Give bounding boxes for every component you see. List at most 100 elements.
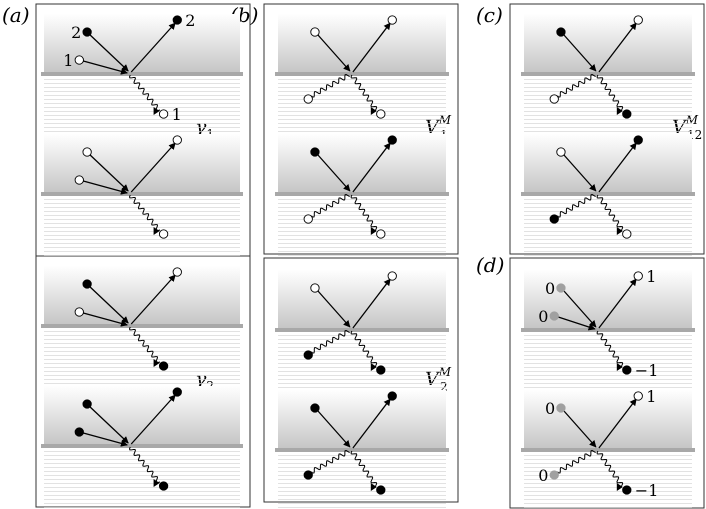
incoming-particle-1 xyxy=(556,147,566,157)
incoming-particle-2 xyxy=(549,311,559,321)
substrate-particle-out xyxy=(158,481,169,491)
outgoing-arrow xyxy=(130,22,176,73)
wavy-arrow-head xyxy=(153,479,160,487)
substrate-wavy-out xyxy=(596,194,624,232)
diagram-b-3 xyxy=(275,270,449,392)
substrate-wavy-out xyxy=(129,446,161,483)
outgoing-arrow xyxy=(352,398,391,449)
substrate-particle-out xyxy=(622,229,632,239)
substrate-wavy-in xyxy=(310,74,350,98)
panel-a-label: (a) xyxy=(2,3,30,27)
substrate-wavy-out xyxy=(596,74,624,112)
particle-charge-label: 0 xyxy=(545,399,555,418)
substrate-region xyxy=(278,76,446,136)
substrate-particle-out xyxy=(376,109,386,119)
wavy-arrow-head xyxy=(370,227,377,235)
substrate-region xyxy=(44,76,240,136)
substrate-wavy-in xyxy=(556,194,596,218)
diagram-a-4 xyxy=(41,386,243,508)
particle-charge-label: 2 xyxy=(185,11,195,30)
substrate-wavy-out xyxy=(129,194,161,231)
outgoing-arrow xyxy=(352,142,391,193)
substrate-region xyxy=(524,452,692,509)
outgoing-particle xyxy=(172,135,182,145)
outgoing-particle xyxy=(633,271,643,281)
particle-charge-label: 0 xyxy=(538,307,548,326)
outgoing-particle xyxy=(172,15,182,25)
incoming-arrow xyxy=(83,312,128,327)
incoming-particle-1 xyxy=(82,147,92,157)
substrate-wavy-out xyxy=(596,450,624,488)
incoming-arrow xyxy=(317,290,351,328)
substrate-particle-out xyxy=(622,109,632,119)
substrate-wavy-in xyxy=(310,194,350,218)
wavy-arrow-head xyxy=(616,107,623,115)
outgoing-arrow xyxy=(598,142,637,193)
incoming-arrow xyxy=(83,432,128,447)
substrate-particle-in xyxy=(549,470,559,480)
outgoing-arrow xyxy=(598,278,637,329)
substrate-wavy-out xyxy=(596,330,624,368)
incoming-particle-1 xyxy=(82,27,92,37)
substrate-particle-in xyxy=(303,470,313,480)
substrate-region xyxy=(44,448,240,508)
wavy-arrow-head xyxy=(616,227,623,235)
particle-charge-label: 1 xyxy=(646,267,656,286)
incoming-arrow xyxy=(83,60,128,75)
substrate-wavy-in xyxy=(310,330,350,354)
vacuum-region xyxy=(524,134,692,194)
incoming-arrow xyxy=(89,286,129,324)
incoming-particle-2 xyxy=(74,427,84,437)
panel-c-label: (c) xyxy=(476,3,503,27)
diagram-a-top: 2 1 2 1 xyxy=(41,11,243,136)
substrate-wavy-out xyxy=(350,330,378,368)
vacuum-region xyxy=(44,14,240,74)
substrate-region xyxy=(278,196,446,256)
diagram-c-2 xyxy=(521,134,695,256)
substrate-wavy-out xyxy=(129,74,161,111)
incoming-particle-2 xyxy=(74,55,84,65)
substrate-wavy-out xyxy=(350,450,378,488)
vacuum-region xyxy=(524,14,692,74)
diagram-d-1: 001−1 xyxy=(521,267,695,392)
particle-charge-label: −1 xyxy=(635,481,659,500)
outgoing-particle xyxy=(387,271,397,281)
incoming-arrow xyxy=(83,180,128,195)
wavy-arrow-head xyxy=(153,107,160,115)
incoming-arrow xyxy=(563,34,597,72)
incoming-particle-1 xyxy=(556,403,566,413)
incoming-arrow xyxy=(563,410,597,448)
outgoing-arrow xyxy=(352,22,391,73)
vacuum-region xyxy=(44,134,240,194)
incoming-particle-1 xyxy=(556,283,566,293)
particle-charge-label: 1 xyxy=(646,387,656,406)
substrate-particle-out xyxy=(158,109,169,119)
vacuum-region xyxy=(278,390,446,450)
incoming-particle-1 xyxy=(82,399,92,409)
vacuum-region xyxy=(44,386,240,446)
particle-charge-label: 1 xyxy=(172,105,182,124)
particle-charge-label: 2 xyxy=(71,23,81,42)
particle-charge-label: 0 xyxy=(538,466,548,485)
outgoing-arrow xyxy=(130,394,176,445)
diagram-b-2 xyxy=(275,134,449,256)
wavy-arrow-head xyxy=(153,227,160,235)
substrate-region xyxy=(524,76,692,136)
substrate-particle-in xyxy=(549,214,559,224)
wavy-arrow-head xyxy=(153,359,160,367)
incoming-particle-1 xyxy=(82,279,92,289)
incoming-arrow xyxy=(317,410,351,448)
wavy-arrow-head xyxy=(370,107,377,115)
outgoing-particle xyxy=(172,387,182,397)
incoming-particle-2 xyxy=(74,175,84,185)
incoming-arrow xyxy=(89,34,129,72)
particle-charge-label: 1 xyxy=(63,51,73,70)
vacuum-region xyxy=(278,134,446,194)
substrate-wavy-in xyxy=(556,74,596,98)
wavy-arrow-head xyxy=(616,483,623,491)
incoming-particle-1 xyxy=(310,27,320,37)
outgoing-particle xyxy=(387,15,397,25)
outgoing-particle xyxy=(633,391,643,401)
